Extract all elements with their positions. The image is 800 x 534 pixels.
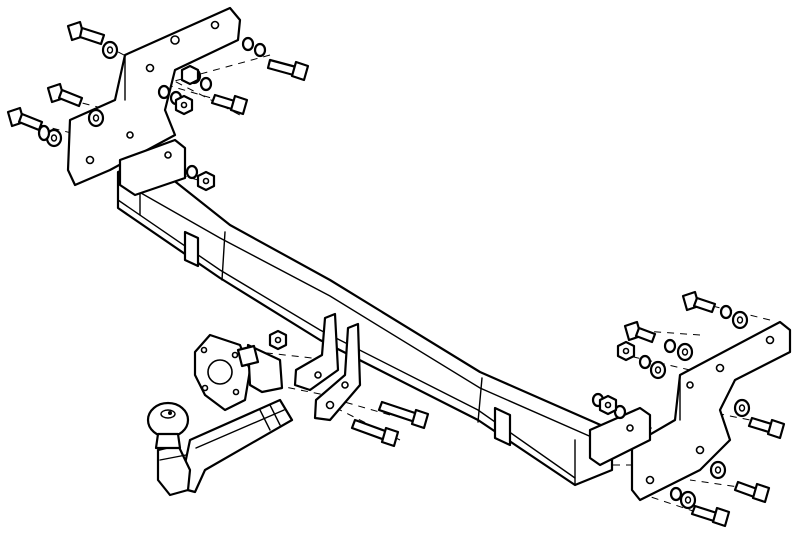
hex-nut (268, 329, 288, 351)
bolt-left-5 (210, 93, 249, 116)
washer (638, 354, 652, 370)
washer (613, 404, 627, 420)
washer (709, 460, 727, 480)
tow-ball (146, 401, 190, 450)
bolt-center-1 (377, 400, 430, 430)
washer (649, 360, 667, 380)
nuts (174, 64, 636, 416)
hex-nut (174, 94, 194, 116)
washer (87, 108, 105, 128)
left-mounting-bracket (66, 6, 242, 197)
washer (719, 304, 733, 320)
hex-nut (180, 64, 200, 86)
hex-nut (616, 340, 636, 362)
bolt-right-5 (690, 504, 731, 528)
bolt-left-1 (66, 20, 106, 46)
bolt-right-3 (747, 416, 786, 440)
washer (199, 76, 213, 92)
bolt-center-2 (350, 418, 400, 448)
bolt-right-4 (733, 480, 771, 504)
bolt-left-4 (266, 58, 310, 82)
washer (663, 338, 677, 354)
washer (241, 36, 255, 52)
washer (157, 84, 171, 100)
washer (733, 398, 751, 418)
hex-nut (598, 394, 618, 416)
bolt-right-1 (681, 290, 717, 314)
socket-mounting-plate (193, 333, 284, 412)
hex-nut (196, 170, 216, 192)
right-mounting-bracket (588, 320, 792, 502)
washer (37, 124, 51, 142)
washer (676, 342, 694, 362)
bolts (6, 20, 786, 528)
washer (253, 42, 267, 58)
washer (185, 164, 199, 180)
bolt-left-2 (46, 82, 84, 108)
washer (101, 40, 119, 60)
washer (669, 486, 683, 502)
bolt-left-3 (6, 106, 44, 132)
cross-beam (116, 158, 614, 487)
washer (679, 490, 697, 510)
bolt-right-2 (623, 320, 657, 344)
towball-neck (156, 398, 294, 497)
washer (731, 310, 749, 330)
center-brackets (293, 312, 362, 422)
